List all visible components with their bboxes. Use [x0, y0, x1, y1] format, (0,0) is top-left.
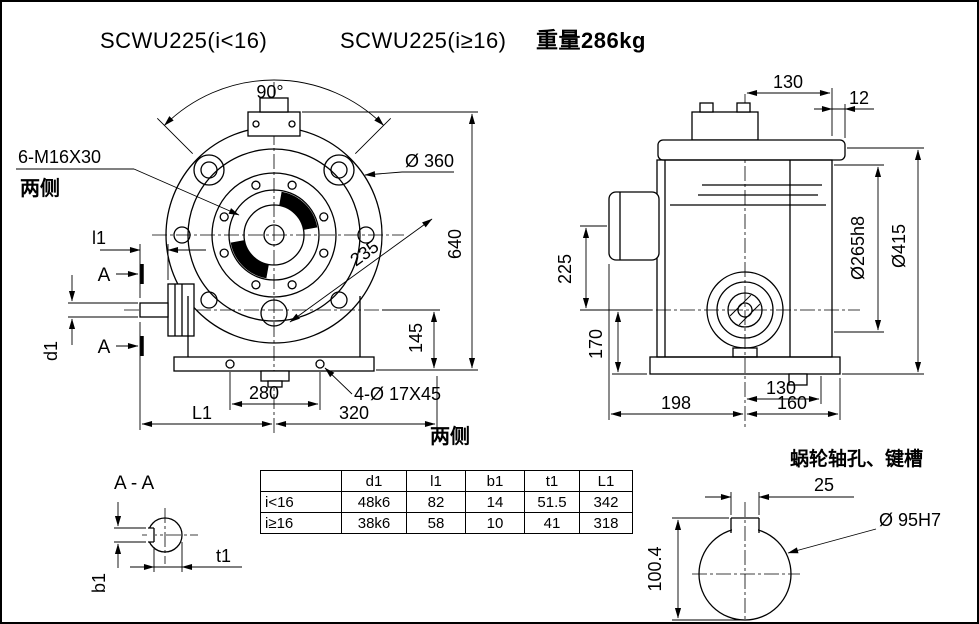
section-a-label-top: A [98, 265, 111, 286]
foot-hole-right [315, 359, 325, 369]
dim-640-label: 640 [445, 229, 465, 259]
table-cell: 342 [579, 491, 633, 513]
table-header-cell: b1 [465, 470, 525, 492]
oil-sight [260, 299, 288, 327]
keyway-arc-lower [230, 239, 270, 279]
dim-130-top-label: 130 [773, 72, 803, 92]
table-cell: 10 [465, 512, 525, 534]
L1-label: L1 [192, 403, 212, 423]
dia-95-leader [787, 528, 877, 554]
top-boss [259, 97, 289, 113]
dim-170-label: 170 [586, 329, 606, 359]
d1-label: d1 [41, 341, 61, 361]
section-a-label-bottom: A [98, 337, 111, 358]
foot-callout-label: 4-Ø 17X45 [354, 384, 441, 404]
front-view [16, 79, 478, 436]
dim-225-label: 225 [555, 254, 575, 284]
model-title-low: SCWU225(i<16) [100, 28, 267, 53]
foot-hole-left [225, 359, 235, 369]
table-cell: 318 [579, 512, 633, 534]
table-cell: 82 [406, 491, 466, 513]
bore-detail-view [672, 492, 877, 622]
side-input-flange [608, 191, 660, 261]
dim-12-label: 12 [849, 88, 869, 108]
table-cell: 51.5 [524, 491, 580, 513]
bore-keyway [730, 517, 760, 533]
table-cell: 41 [524, 512, 580, 534]
table-cell: i≥16 [260, 512, 342, 534]
input-flange [167, 283, 195, 337]
dim-90-arc [164, 79, 384, 126]
foot-callout-leader [324, 367, 353, 395]
cooling-fins [670, 184, 826, 206]
table-row: i≥16 38k6 58 10 41 318 [260, 512, 633, 534]
table-row: i<16 48k6 82 14 51.5 342 [260, 491, 633, 513]
side-view [580, 88, 924, 430]
t1-label: t1 [216, 546, 231, 566]
dim-198-label: 198 [661, 393, 691, 413]
dia-95-label: Ø 95H7 [879, 510, 941, 530]
l1-label: l1 [92, 228, 106, 248]
keyway-note-label: 蜗轮轴孔、键槽 [790, 447, 923, 470]
dia-360-leader [364, 171, 403, 178]
bore-hatch [729, 294, 761, 326]
dim-25-label: 25 [814, 475, 834, 495]
table-cell: 38k6 [341, 512, 407, 534]
b1-label: b1 [89, 573, 109, 593]
dim-280-label: 280 [249, 383, 279, 403]
section-aa-view [114, 502, 242, 572]
table-header-cell: d1 [341, 470, 407, 492]
table-header-row: d1 l1 b1 t1 L1 [260, 470, 633, 492]
table-cell: 48k6 [341, 491, 407, 513]
dia-415-label: Ø415 [889, 224, 909, 268]
table-header-cell: L1 [579, 470, 633, 492]
dim-145-label: 145 [406, 323, 426, 353]
side-top-cover [657, 139, 846, 161]
dim-130-bottom-label: 130 [766, 378, 796, 398]
drain-plug [260, 370, 290, 382]
side-base [649, 356, 841, 375]
table-cell: 14 [465, 491, 525, 513]
table-header-cell: t1 [524, 470, 580, 492]
bolt-callout-leader [133, 168, 240, 216]
dim-100-label: 100.4 [645, 546, 665, 591]
shaft-keyway [148, 527, 155, 543]
both-sides-bottom-label: 两侧 [430, 424, 470, 448]
side-top-pad [691, 111, 759, 141]
input-shaft [139, 302, 169, 318]
model-title-high: SCWU225(i≥16) [340, 28, 507, 53]
dim-235-line [289, 218, 433, 323]
dia-265-label: Ø265h8 [848, 216, 868, 280]
top-pad [247, 111, 301, 137]
bolt-callout-label: 6-M16X30 [18, 147, 101, 167]
section-aa-title: A - A [114, 473, 154, 494]
spec-table: d1 l1 b1 t1 L1 i<16 48k6 82 14 51.5 342 … [260, 470, 633, 534]
dim-320-label: 320 [339, 403, 369, 423]
dim-160-label: 160 [777, 393, 807, 413]
table-cell: 58 [406, 512, 466, 534]
dia-360-label: Ø 360 [405, 151, 454, 171]
weight-label: 重量286kg [536, 28, 646, 53]
table-cell: i<16 [260, 491, 342, 513]
side-bottom-bolt [788, 373, 808, 386]
table-header-cell [260, 470, 342, 492]
dim-90deg-label: 90° [256, 82, 283, 102]
both-sides-top-label: 两侧 [20, 176, 60, 200]
table-header-cell: l1 [406, 470, 466, 492]
